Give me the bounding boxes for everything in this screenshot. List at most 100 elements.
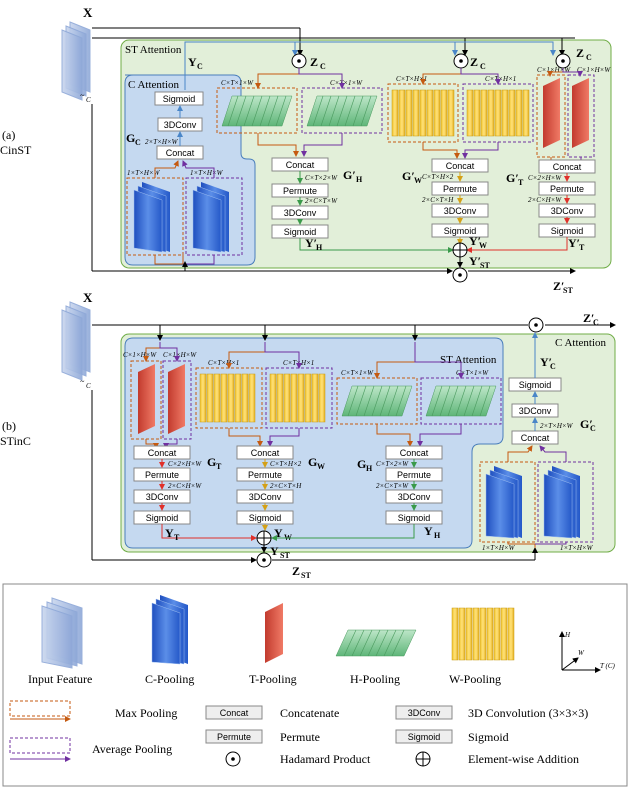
g-h-label-b: G [357,457,366,471]
svg-text:1×T×H×W: 1×T×H×W [190,169,224,177]
svg-text:C: C [586,53,592,62]
legend-hadamard: Hadamard Product [280,752,371,766]
svg-text:C×T×1×W: C×T×1×W [456,369,489,377]
st-attention-title-b: ST Attention [440,354,497,366]
sigmoid-op-t-a: Sigmoid [551,226,584,236]
legend-h-pooling: H-Pooling [350,672,400,686]
permute-op-w-b: Permute [248,470,282,480]
y-t-label-a: Y′ [568,236,580,250]
concat-op-c-b: Concat [521,433,550,443]
conv-op-h-b: 3DConv [398,492,431,502]
svg-text:C×T×2×W: C×T×2×W [376,460,409,468]
svg-text:C: C [593,318,599,327]
svg-text:H: H [366,464,373,473]
legend-sigmoid-box: Sigmoid [408,732,441,742]
legend-permute-box: Permute [217,732,251,742]
g-w-label-a: G′ [402,169,415,183]
svg-text:C: C [550,362,556,371]
hadamard-node [256,552,272,568]
legend-concat-box: Concat [220,708,249,718]
legend: Input Feature C-Pooling T-Pooling H-Pool… [2,583,628,787]
input-x-a: X [83,5,93,20]
t-pooling-avg-b [168,364,185,434]
permute-op-h-b: Permute [397,470,431,480]
concat-op-h-b: Concat [400,448,429,458]
svg-text:C: C [590,424,596,433]
svg-text:W: W [414,176,422,185]
g-h-label-a: G′ [343,168,356,182]
y-c-label-a: Y [188,55,197,69]
svg-text:C×1×H×W: C×1×H×W [123,351,157,359]
w-pooling-avg-a [466,89,530,137]
c-pooling-avg-a [192,182,229,253]
w-pooling-max-a [391,89,455,137]
svg-text:H: H [356,175,363,184]
svg-text:1×T×H×W: 1×T×H×W [482,544,516,552]
hadamard-node [452,267,468,283]
z-c-label-b: Z′ [583,311,594,325]
legend-input-feature-icon [41,597,83,669]
h-pooling-max-b [341,385,413,417]
y-t-label-b: Y [165,526,174,540]
conv-op-t-a: 3DConv [551,206,584,216]
c-attention-title-b: C Attention [555,337,607,349]
legend-c-pooling: C-Pooling [145,672,194,686]
svg-text:T: T [216,462,222,471]
axis-w: W [578,649,585,657]
svg-text:Z: Z [470,55,478,69]
svg-text:T: T [579,243,585,252]
t-pooling-max-a [543,78,560,148]
conv-op-t-b: 3DConv [146,492,179,502]
c-pooling-avg-b [543,466,580,539]
legend-permute-desc: Permute [280,730,320,744]
legend-w-pooling-icon [451,607,515,661]
y-st-label-a: Y′ [469,254,481,268]
g-w-label-b: G [308,455,317,469]
svg-text:W: W [479,241,487,250]
legend-t-pooling-icon [265,603,283,663]
addition-node [452,242,468,258]
legend-addition: Element-wise Addition [468,752,579,766]
conv-op-c-a: 3DConv [164,120,197,130]
panel-b-label: (b) [2,419,16,433]
h-pooling-avg-b [425,385,497,417]
panel-b-name: STinC [0,434,31,448]
legend-avg-pooling: Average Pooling [92,742,172,756]
axis-h: H [564,631,571,639]
legend-conv-box: 3DConv [408,708,441,718]
concat-op-w-a: Concat [446,161,475,171]
y-c-label-b: Y′ [540,355,552,369]
svg-text:2×C×H×W: 2×C×H×W [168,482,202,490]
svg-text:C: C [320,62,326,71]
hadamard-node [528,317,544,333]
sigmoid-op-w-b: Sigmoid [249,513,282,523]
panel-b: X (b) STinC ~ C C Attention ST Attention… [0,290,616,580]
input-x-b: X [83,290,93,305]
addition-node [256,530,272,546]
g-c-label-a: G [126,131,135,145]
svg-text:C: C [135,138,141,147]
hadamard-node [555,53,571,69]
axis-t: T (C) [600,662,616,670]
sigmoid-op-w-a: Sigmoid [444,226,477,236]
svg-text:1×T×H×W: 1×T×H×W [560,544,594,552]
addition-icon [415,751,431,767]
svg-text:W: W [317,462,325,471]
svg-text:C: C [197,62,203,71]
c-attention-title-a: C Attention [128,79,180,91]
g-c-label-b: G′ [580,417,593,431]
svg-text:C: C [86,382,91,390]
svg-text:T: T [518,178,524,187]
t-pooling-avg-a [572,78,589,148]
concat-op-c-a: Concat [166,148,195,158]
hadamard-node [291,53,307,69]
svg-text:ST: ST [480,261,490,270]
legend-conv-desc: 3D Convolution (3×3×3) [468,706,588,720]
svg-text:2×T×H×W: 2×T×H×W [145,138,179,146]
svg-text:C×2×H×W: C×2×H×W [528,174,562,182]
c-pooling-max-a [133,182,170,253]
permute-op-t-a: Permute [550,184,584,194]
permute-op-t-b: Permute [145,470,179,480]
g-t-label-b: G [207,455,216,469]
conv-op-h-a: 3DConv [284,208,317,218]
